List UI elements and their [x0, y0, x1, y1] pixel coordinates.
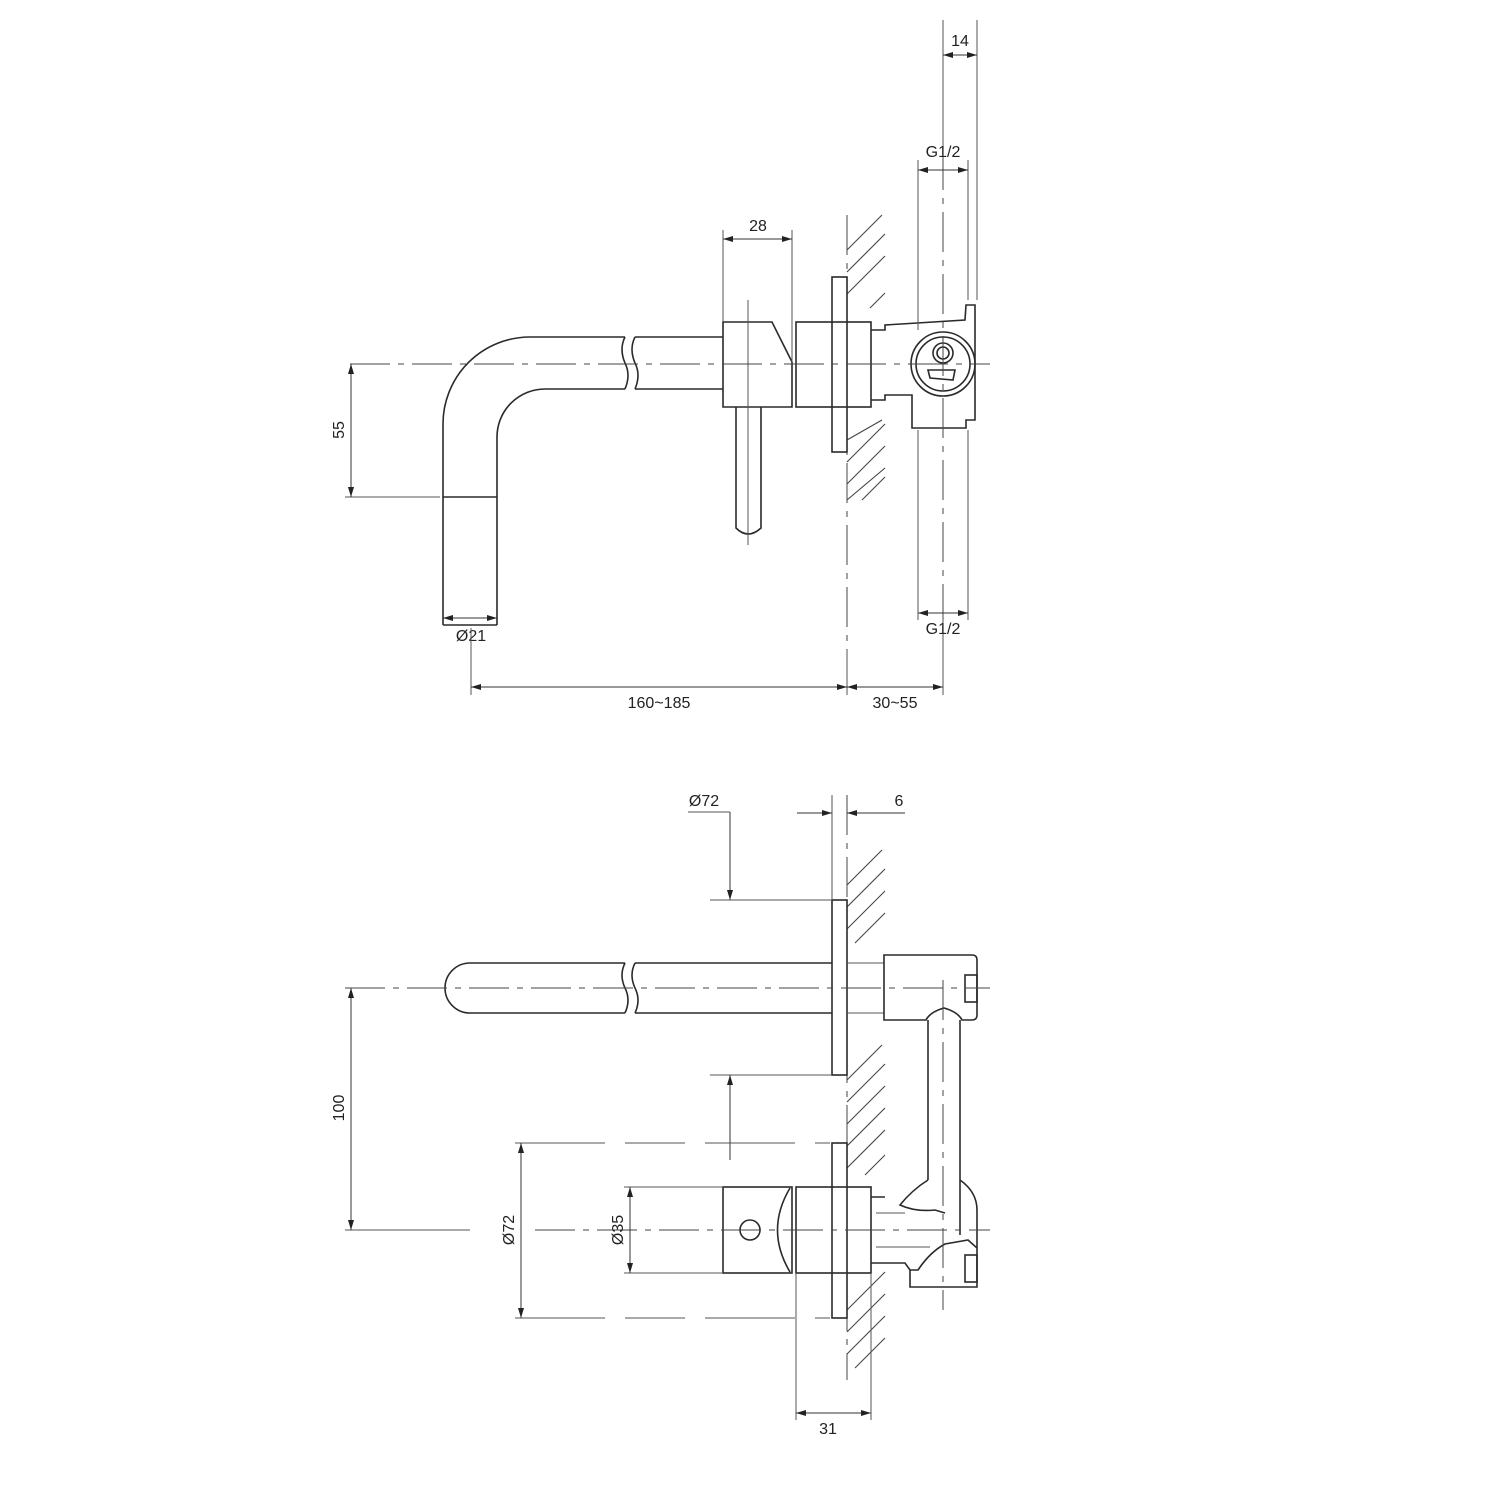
- wall-hatching: [846, 849, 886, 1369]
- dimension-6: 6: [797, 793, 905, 900]
- spout-top: [442, 336, 723, 626]
- dimension-14: 14: [943, 33, 977, 58]
- dim-label: G1/2: [926, 621, 961, 638]
- dimension-d72-top: Ø72: [688, 793, 832, 1160]
- dim-label: 160~185: [628, 695, 691, 712]
- dim-label: 31: [819, 1421, 837, 1438]
- concealed-valve-side: [871, 954, 978, 1288]
- dimension-g12-top: G1/2: [918, 144, 968, 173]
- dimension-100: 100: [331, 988, 470, 1231]
- dim-label: 30~55: [873, 695, 918, 712]
- dim-label: 55: [331, 421, 348, 439]
- side-view: Ø72 6 100 Ø72 Ø35 31: [331, 793, 990, 1438]
- dim-label: Ø35: [610, 1215, 627, 1245]
- dimension-160-185: 160~185: [470, 628, 848, 712]
- dim-label: G1/2: [926, 144, 961, 161]
- dim-label: 6: [895, 793, 904, 810]
- wall-top: [846, 214, 886, 690]
- wall-side: [846, 795, 886, 1380]
- dim-label: 100: [331, 1095, 348, 1122]
- dimension-31: 31: [795, 1273, 872, 1438]
- dimension-30-55: 30~55: [847, 620, 944, 712]
- dim-label: Ø72: [501, 1215, 518, 1245]
- dim-label: 28: [749, 218, 767, 235]
- wall-hatching: [846, 214, 886, 501]
- dim-label: Ø72: [689, 793, 719, 810]
- top-view: 14 G1/2 28 55 Ø21 160~185: [331, 20, 990, 712]
- dimension-28: 28: [722, 218, 793, 362]
- concealed-valve-top: [871, 304, 976, 429]
- dimension-55: 55: [331, 364, 440, 498]
- dimension-d21: Ø21: [443, 615, 497, 645]
- dim-label: 14: [951, 33, 969, 50]
- handle-body: [722, 321, 793, 408]
- dimension-d35: Ø35: [610, 1186, 723, 1274]
- dimension-d72-left: Ø72: [501, 1142, 830, 1319]
- dimension-g12-bottom: G1/2: [918, 610, 968, 638]
